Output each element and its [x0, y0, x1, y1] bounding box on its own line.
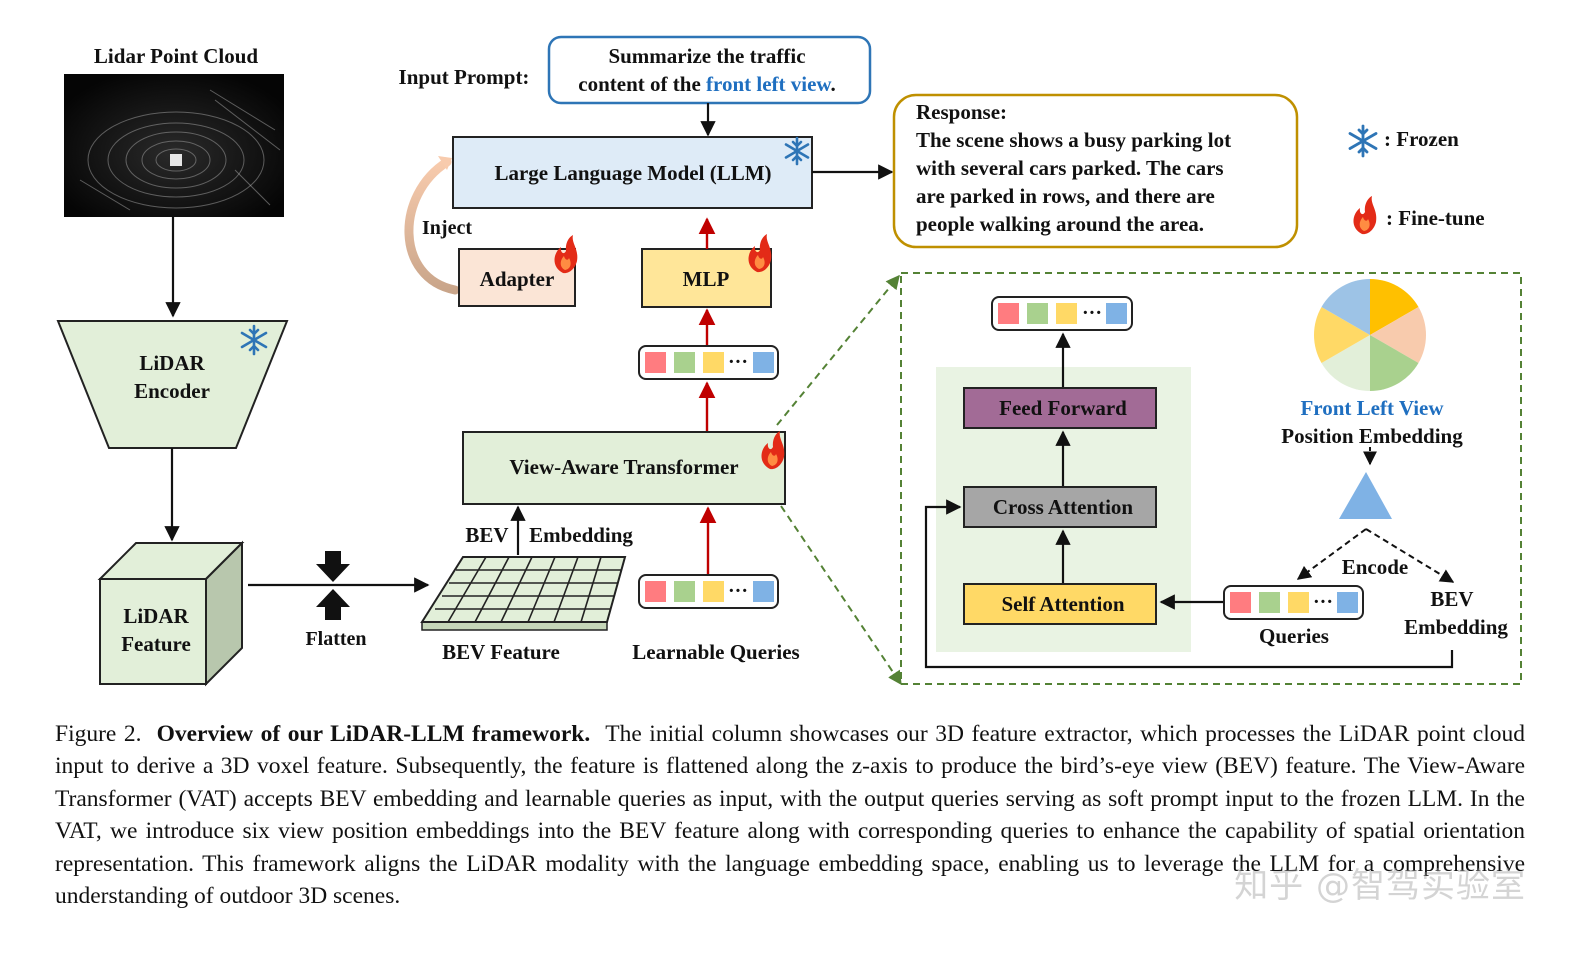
caption-figure-label: Figure 2. [55, 721, 142, 747]
flatten-label: Flatten [305, 628, 366, 650]
lidar-encoder: LiDAR Encoder [56, 320, 289, 449]
token-1 [1230, 592, 1251, 613]
bev-feature-label: BEV Feature [442, 640, 560, 664]
llm-label: Large Language Model (LLM) [494, 161, 771, 185]
zoom-connector-top [776, 274, 900, 426]
front-left-view-label: Front Left View [1300, 396, 1444, 420]
mlp-label: MLP [683, 267, 730, 291]
diagram-canvas: Lidar Point Cloud LiDAR Encoder [56, 35, 1522, 687]
token-ellipsis: ··· [1313, 591, 1333, 613]
llm-box: Large Language Model (LLM) [452, 136, 813, 209]
lidar-point-cloud-image [64, 74, 284, 217]
mlp-box: MLP [641, 248, 772, 308]
response-line-2: with several cars parked. The cars [916, 156, 1224, 180]
flame-icon [554, 235, 578, 274]
token-3 [1288, 592, 1309, 613]
response-line-4: people walking around the area. [916, 212, 1204, 236]
lidar-encoder-label-2: Encoder [134, 379, 210, 403]
pie-sector-5 [1313, 307, 1370, 363]
legend: : Frozen : Fine-tune [1348, 124, 1485, 235]
token-3 [703, 581, 724, 602]
arrow-encode-to-queries [1296, 528, 1367, 580]
pie-sector-6 [1321, 279, 1370, 335]
bev-embedding-label-b: Embedding [529, 523, 633, 547]
token-1 [998, 303, 1019, 324]
token-ellipsis: ··· [728, 580, 748, 602]
snowflake-icon [1348, 124, 1378, 158]
token-2 [1259, 592, 1280, 613]
cross-attention-label: Cross Attention [993, 495, 1134, 519]
pie-sector-3 [1370, 335, 1419, 391]
lidar-feature-cube: LiDAR Feature [97, 540, 245, 687]
token-2 [1027, 303, 1048, 324]
response-line-1: The scene shows a busy parking lot [916, 128, 1231, 152]
input-prompt-label: Input Prompt: [399, 65, 530, 89]
position-pie-chart [1313, 279, 1427, 391]
prompt-line-1: Summarize the traffic [608, 44, 805, 68]
watermark: 知乎 @智驾实验室 [1234, 866, 1526, 906]
pie-sector-2 [1370, 307, 1427, 363]
pie-sector-4 [1321, 335, 1370, 391]
token-2 [674, 581, 695, 602]
snowflake-icon [784, 136, 810, 166]
lidar-feature-label-2: Feature [121, 632, 191, 656]
prompt-line-2: content of the front left view. [578, 72, 835, 96]
output-token-row: ··· [638, 345, 779, 380]
figure-caption: Figure 2. Overview of our LiDAR-LLM fram… [55, 718, 1525, 912]
flame-icon [1353, 196, 1377, 235]
token-4 [1337, 592, 1358, 613]
lidar-encoder-label-1: LiDAR [139, 351, 205, 375]
inject-arrow [404, 156, 460, 295]
queries-label: Queries [1259, 624, 1329, 648]
encode-label: Encode [1342, 555, 1409, 579]
detail-output-token-row: ··· [991, 296, 1133, 331]
snowflake-icon [240, 324, 268, 356]
lidar-point-cloud-title: Lidar Point Cloud [94, 44, 258, 68]
response-box: Response: The scene shows a busy parking… [892, 93, 1299, 249]
legend-finetune-label: : Fine-tune [1386, 206, 1485, 230]
token-4 [1106, 303, 1127, 324]
arrow-encode-to-bev [1365, 528, 1455, 583]
flame-icon [761, 431, 785, 470]
cross-attention-box: Cross Attention [963, 486, 1157, 528]
lidar-feature-label-1: LiDAR [123, 604, 189, 628]
token-4 [753, 581, 774, 602]
response-title: Response: [916, 100, 1007, 124]
view-aware-transformer-box: View-Aware Transformer [462, 431, 786, 505]
token-ellipsis: ··· [1082, 302, 1102, 324]
position-embedding-label: Position Embedding [1281, 424, 1463, 448]
pie-sector-1 [1370, 279, 1419, 335]
flatten-icon [316, 551, 350, 620]
token-3 [1056, 303, 1077, 324]
token-4 [753, 352, 774, 373]
bev-embedding-detail-label-2: Embedding [1404, 615, 1508, 639]
self-attention-label: Self Attention [1001, 592, 1124, 616]
detail-query-token-row: ··· [1223, 585, 1364, 620]
input-prompt-box: Summarize the traffic content of the fro… [547, 35, 872, 105]
token-2 [674, 352, 695, 373]
adapter-label: Adapter [480, 267, 555, 291]
token-3 [703, 352, 724, 373]
feed-forward-box: Feed Forward [963, 387, 1157, 429]
response-line-3: are parked in rows, and there are [916, 184, 1215, 208]
caption-bold-title: Overview of our LiDAR-LLM framework. [156, 721, 591, 747]
token-1 [645, 352, 666, 373]
token-ellipsis: ··· [728, 351, 748, 373]
bev-embedding-detail-label-1: BEV [1430, 587, 1473, 611]
flame-icon [748, 234, 772, 273]
self-attention-box: Self Attention [963, 583, 1157, 625]
inject-label: Inject [422, 217, 472, 239]
vat-label: View-Aware Transformer [509, 455, 738, 479]
token-1 [645, 581, 666, 602]
learnable-queries-label: Learnable Queries [632, 640, 799, 664]
bev-feature-grid [420, 556, 627, 631]
caption-body: The initial column showcases our 3D feat… [55, 721, 1525, 910]
arrow-bev-embedding-to-ca [924, 499, 1454, 669]
legend-frozen-label: : Frozen [1384, 127, 1459, 151]
feed-forward-label: Feed Forward [999, 396, 1127, 420]
bev-embedding-label-a: BEV [465, 523, 508, 547]
front-left-view-sector [1339, 472, 1392, 519]
learnable-query-token-row: ··· [638, 574, 779, 609]
